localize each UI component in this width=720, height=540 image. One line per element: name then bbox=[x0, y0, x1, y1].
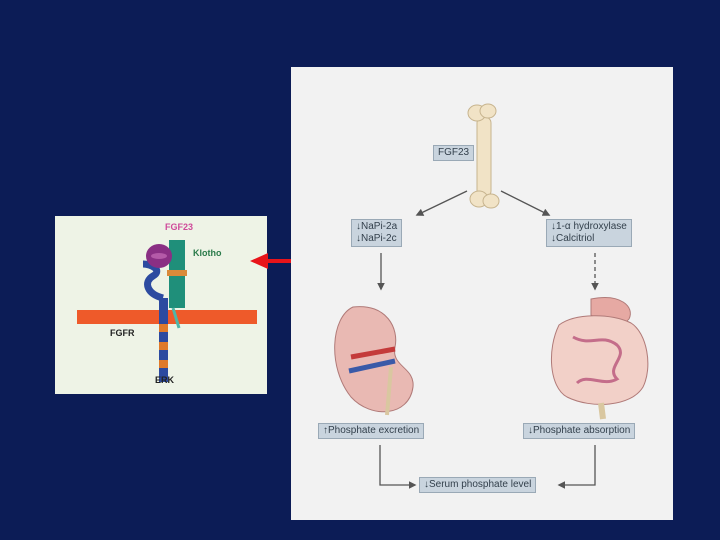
intestine-icon bbox=[551, 298, 647, 419]
fgfr-label: FGFR bbox=[110, 328, 135, 338]
napi-2c-label: ↓NaPi-2c bbox=[356, 233, 397, 245]
serum-phosphate-box: ↓Serum phosphate level bbox=[419, 477, 536, 493]
fgf23-box: FGF23 bbox=[433, 145, 474, 161]
hydroxylase-box: ↓1-α hydroxylase ↓Calcitriol bbox=[546, 219, 632, 247]
receptor-illustration bbox=[55, 216, 267, 394]
receptor-inset: FGF23 Klotho FGFR ERK bbox=[55, 216, 267, 394]
erk-label: ERK bbox=[155, 375, 174, 385]
phosphate-excretion-box: ↑Phosphate excretion bbox=[318, 423, 424, 439]
napi-box: ↓NaPi-2a ↓NaPi-2c bbox=[351, 219, 402, 247]
fgf23-inset-label: FGF23 bbox=[165, 222, 193, 232]
calcitriol-label: ↓Calcitriol bbox=[551, 233, 627, 245]
pathway-illustration bbox=[291, 67, 673, 520]
klotho-label: Klotho bbox=[193, 248, 222, 258]
kidney-icon bbox=[335, 307, 413, 415]
napi-2a-label: ↓NaPi-2a bbox=[356, 221, 397, 233]
fgfr-receptor bbox=[159, 298, 168, 382]
hydroxylase-label: ↓1-α hydroxylase bbox=[551, 221, 627, 233]
fgf23-pathway-panel: FGF23 ↓NaPi-2a ↓NaPi-2c ↓1-α hydroxylase… bbox=[291, 67, 673, 520]
phosphate-absorption-box: ↓Phosphate absorption bbox=[523, 423, 635, 439]
